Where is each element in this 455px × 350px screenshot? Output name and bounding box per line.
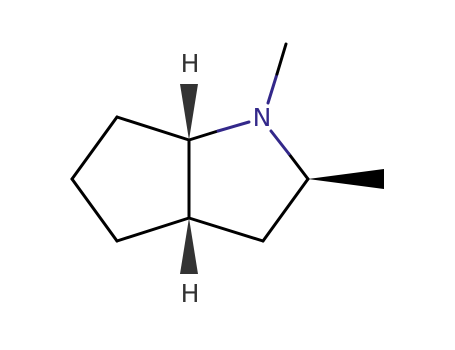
bond-c3-c4 <box>70 177 119 243</box>
bond-lines <box>70 42 310 243</box>
bond-c5-c6 <box>187 216 265 243</box>
bond-c7-n-half <box>287 152 310 181</box>
bond-c2-c3 <box>70 115 119 181</box>
atom-label-hydrogen-top: H <box>181 49 200 78</box>
bond-c4-c5 <box>115 216 191 243</box>
bond-c1-n-half <box>187 129 220 142</box>
bond-n-c1-half <box>216 120 251 133</box>
atom-label-nitrogen: N <box>253 103 272 132</box>
wedge-bond-c5-h <box>180 218 198 274</box>
atom-labels: N H H <box>181 49 272 308</box>
bond-n-methyl-half <box>266 72 279 105</box>
bond-c1-c2 <box>115 115 191 142</box>
bond-c6-c7 <box>261 177 310 243</box>
wedge-bond-c7-methyl <box>308 169 384 189</box>
wedge-bonds <box>180 84 384 274</box>
atom-label-hydrogen-bottom: H <box>181 279 200 308</box>
bond-methyl-n-half <box>275 42 288 76</box>
bond-n-c7-half <box>269 129 291 156</box>
wedge-bond-c1-h <box>180 84 198 140</box>
